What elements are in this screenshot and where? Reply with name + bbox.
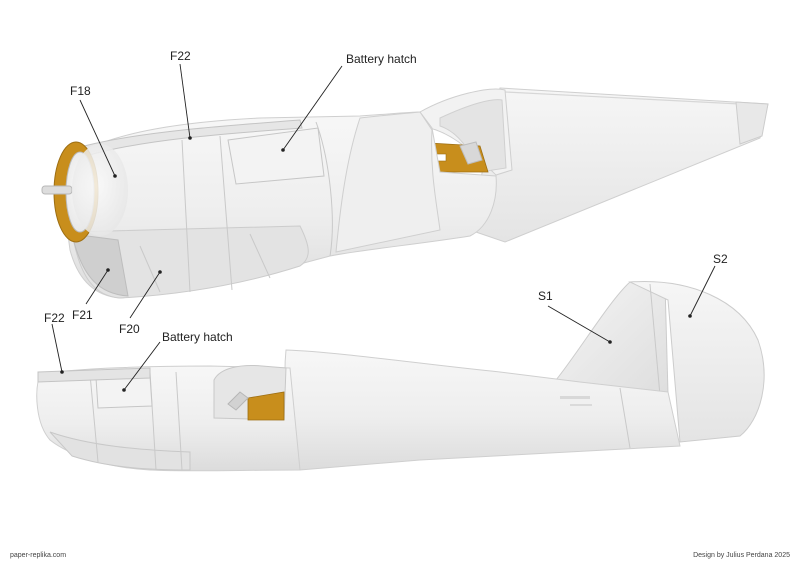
label-f20: F20 (119, 322, 140, 336)
cockpit-inner-wall (439, 99, 507, 173)
footer-credit: Design by Julius Perdana 2025 (693, 552, 790, 559)
label-s1: S1 (538, 289, 553, 303)
panel-mark (570, 404, 592, 406)
panel-line (175, 371, 183, 471)
propeller-shaft (41, 185, 73, 195)
cockpit-coaming (335, 111, 441, 253)
leader-f22-top-dot (188, 136, 192, 140)
leader-s1-dot (608, 340, 612, 344)
label-s2: S2 (713, 252, 728, 266)
label-f22-top: F22 (170, 49, 191, 63)
panel-line (619, 387, 631, 449)
rear-cone-ridge (504, 91, 741, 105)
leader-f20 (129, 271, 161, 319)
panel-mark (560, 396, 590, 399)
panel-line (315, 121, 333, 257)
leader-f18-dot (113, 174, 117, 178)
leader-battery-hatch-top (282, 65, 343, 151)
panel-line (249, 233, 271, 279)
label-f21: F21 (72, 308, 93, 322)
footer-website: paper-replika.com (10, 552, 66, 559)
leader-f18 (79, 99, 116, 177)
panel-line (139, 245, 161, 293)
leader-s2 (689, 265, 716, 317)
rear-fuselage-cone (469, 87, 769, 243)
part-labels: F22 F18 Battery hatch F21 F20 F22 Batter… (44, 49, 728, 344)
battery-hatch-panel-side (95, 375, 153, 409)
upper-fuselage-assembly (41, 87, 769, 299)
panel-line (181, 139, 191, 293)
leader-f22-bottom-dot (60, 370, 64, 374)
leader-f21 (85, 269, 109, 305)
intake-scoop (71, 233, 129, 297)
leader-f22-bottom (51, 323, 63, 373)
label-f18: F18 (70, 84, 91, 98)
top-spine-strip (83, 119, 303, 157)
top-spine-strip-side (37, 367, 151, 383)
rear-cone-opening (735, 101, 769, 145)
label-battery-hatch-bottom: Battery hatch (162, 330, 233, 344)
leader-f22-top (179, 63, 191, 139)
seat-tab-side (227, 391, 249, 411)
panel-line (89, 373, 99, 463)
label-battery-hatch-top: Battery hatch (346, 52, 417, 66)
leader-s1 (547, 305, 611, 343)
leader-f21-dot (106, 268, 110, 272)
nose-face (72, 144, 128, 236)
leader-f20-dot (158, 270, 162, 274)
forward-belly (71, 225, 309, 299)
panel-line (219, 135, 233, 291)
floor-tab (459, 141, 483, 165)
battery-hatch-panel-top (227, 127, 325, 185)
label-f22-bottom: F22 (44, 311, 65, 325)
leader-battery-hatch-bottom-dot (122, 388, 126, 392)
leader-battery-hatch-bottom (123, 341, 161, 391)
rudder-s2 (628, 281, 765, 443)
leader-lines (51, 63, 716, 392)
lower-fuselage-assembly (36, 281, 765, 472)
cockpit-floor-side (247, 391, 285, 421)
leader-battery-hatch-top-dot (281, 148, 285, 152)
leader-s2-dot (688, 314, 692, 318)
